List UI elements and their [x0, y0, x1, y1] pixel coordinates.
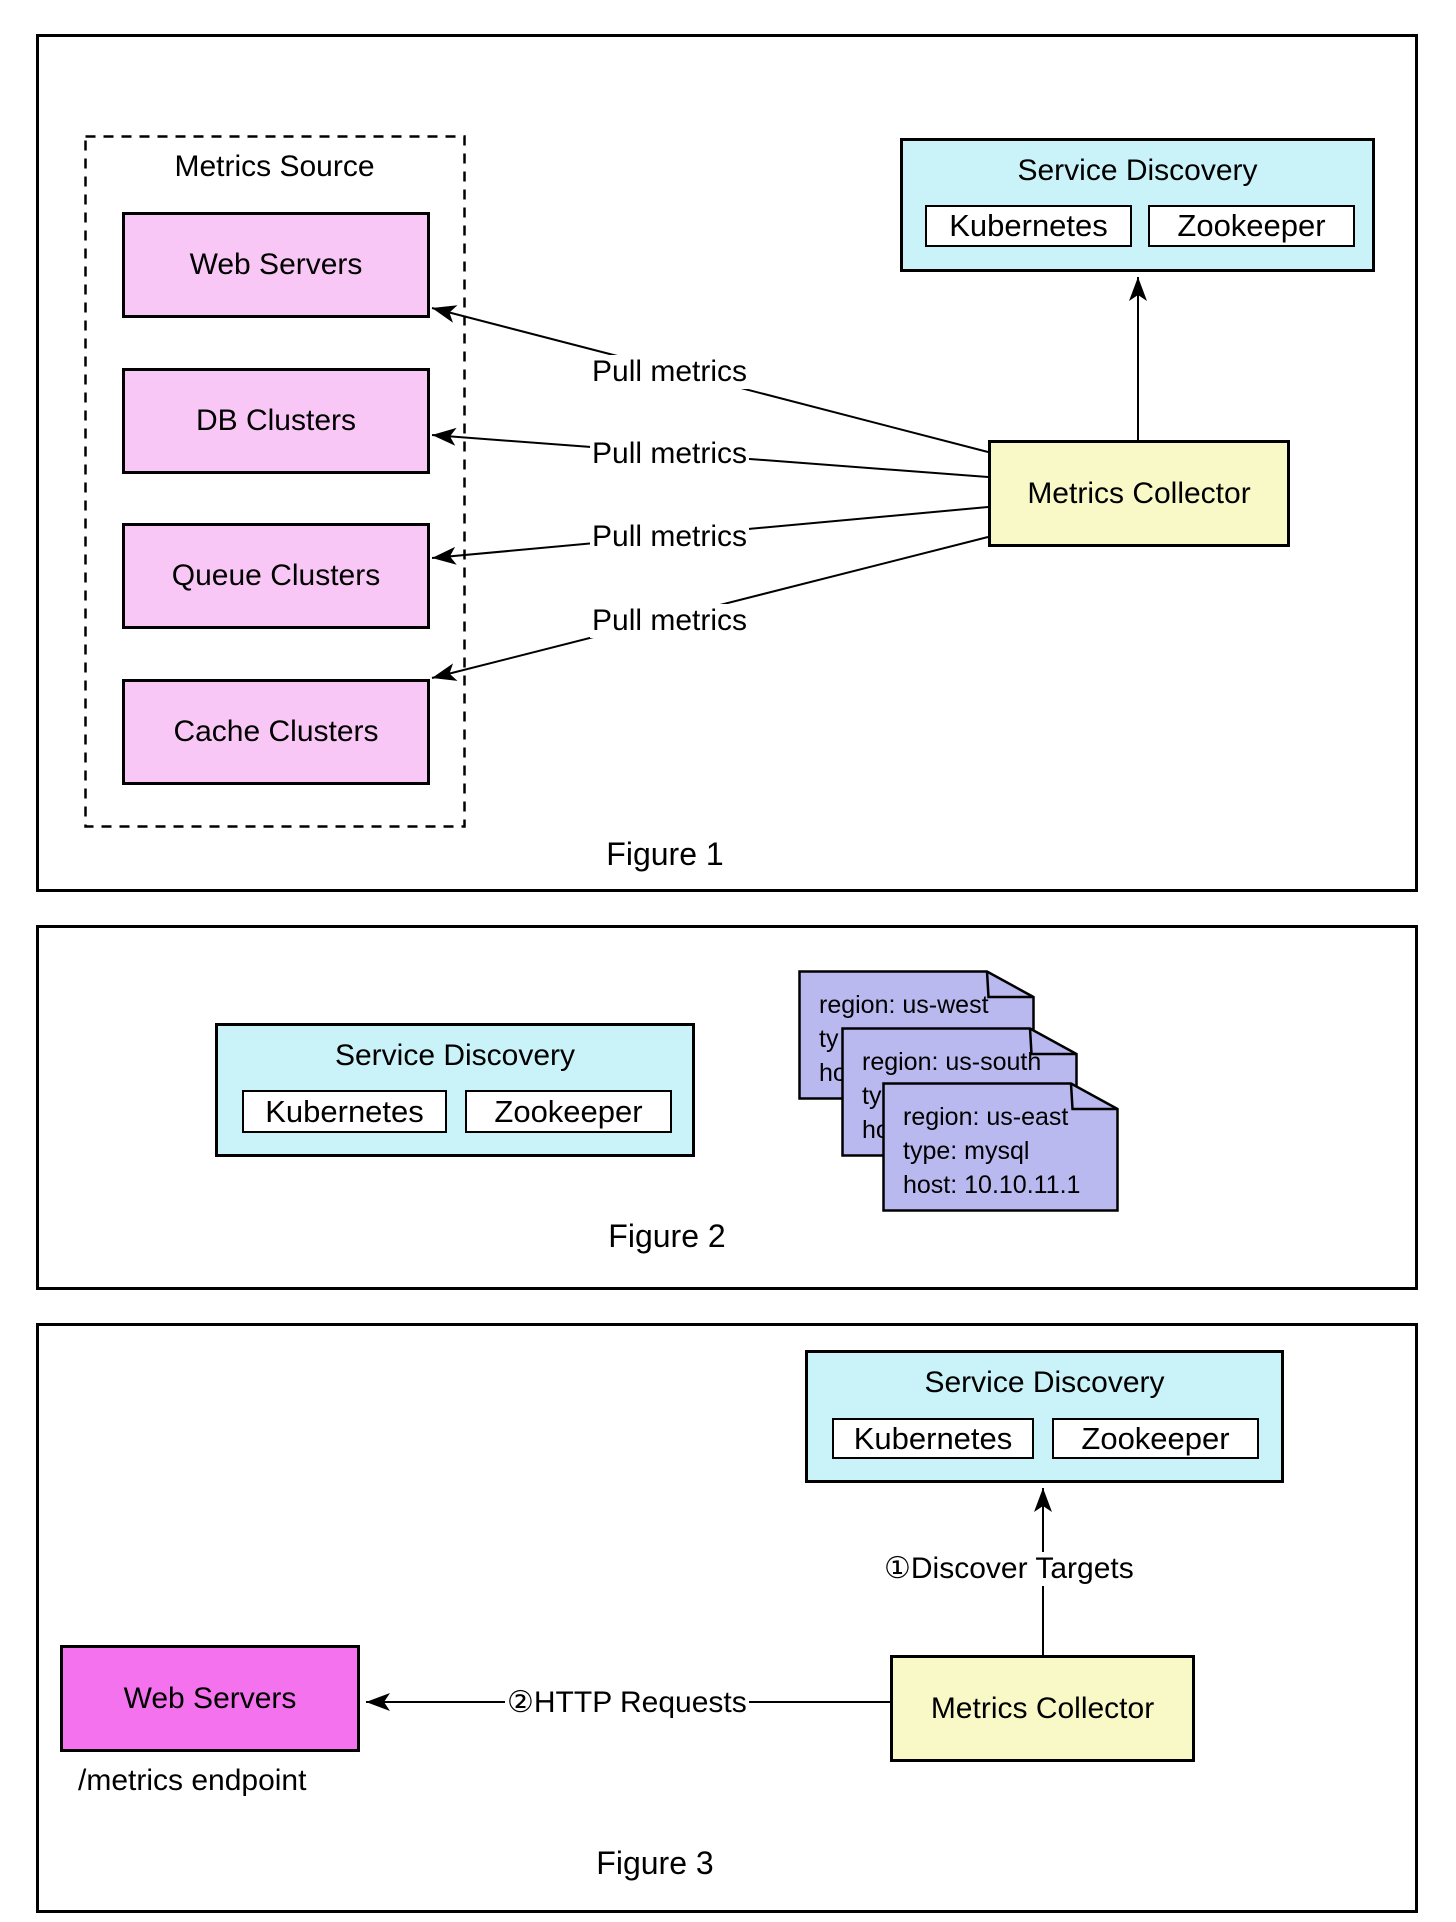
kubernetes-box: Kubernetes: [242, 1090, 447, 1133]
metrics-source-title: Metrics Source: [174, 150, 375, 183]
note-fold-corner: [985, 971, 1034, 999]
zookeeper-box: Zookeeper: [1052, 1418, 1259, 1459]
metrics-collector-label: Metrics Collector: [930, 1691, 1155, 1725]
kubernetes-label: Kubernetes: [853, 1420, 1013, 1456]
figure3-caption: Figure 3: [596, 1845, 714, 1881]
http-requests-arrow-label: ②HTTP Requests: [505, 1686, 749, 1720]
note-fold-corner: [1028, 1028, 1077, 1056]
cache-clusters-box: Cache Clusters: [122, 679, 430, 785]
pull-metrics-label-3: Pull metrics: [590, 520, 750, 554]
service-discovery-box: Service Discovery: [805, 1350, 1284, 1483]
zookeeper-label: Zookeeper: [1081, 1420, 1230, 1456]
metrics-collector-box: Metrics Collector: [890, 1655, 1195, 1762]
zookeeper-label: Zookeeper: [1177, 208, 1326, 243]
queue-clusters-box: Queue Clusters: [122, 523, 430, 629]
zookeeper-box: Zookeeper: [465, 1090, 672, 1133]
metrics-collector-box: Metrics Collector: [988, 440, 1290, 547]
figure2-caption: Figure 2: [608, 1218, 726, 1254]
queue-clusters-label: Queue Clusters: [171, 559, 381, 592]
kubernetes-label: Kubernetes: [265, 1093, 424, 1129]
pull-metrics-label-2: Pull metrics: [590, 437, 750, 471]
service-discovery-title: Service Discovery: [924, 1366, 1165, 1399]
kubernetes-label: Kubernetes: [949, 208, 1108, 243]
service-discovery-title: Service Discovery: [334, 1039, 576, 1072]
zookeeper-box: Zookeeper: [1148, 205, 1355, 247]
kubernetes-box: Kubernetes: [832, 1418, 1034, 1459]
discover-targets-arrow-label: ①Discover Targets: [882, 1552, 1136, 1586]
figure1-caption: Figure 1: [606, 836, 724, 872]
service-discovery-title: Service Discovery: [1017, 154, 1258, 187]
db-clusters-box: DB Clusters: [122, 368, 430, 474]
db-clusters-label: DB Clusters: [195, 404, 357, 437]
pull-metrics-label-4: Pull metrics: [590, 604, 750, 638]
kubernetes-box: Kubernetes: [925, 205, 1132, 247]
web-servers-box: Web Servers: [60, 1645, 360, 1752]
note-shape: [882, 1082, 1119, 1212]
note-body: [882, 1082, 1119, 1212]
web-servers-label: Web Servers: [189, 248, 363, 281]
metrics-endpoint-label: /metrics endpoint: [78, 1764, 307, 1797]
metrics-collector-label: Metrics Collector: [1027, 476, 1251, 510]
pull-metrics-label-1: Pull metrics: [590, 355, 750, 389]
web-servers-label: Web Servers: [123, 1681, 297, 1715]
zookeeper-label: Zookeeper: [494, 1093, 643, 1129]
note-fold-corner: [1069, 1083, 1118, 1111]
cache-clusters-label: Cache Clusters: [173, 715, 379, 748]
web-servers-box: Web Servers: [122, 212, 430, 318]
